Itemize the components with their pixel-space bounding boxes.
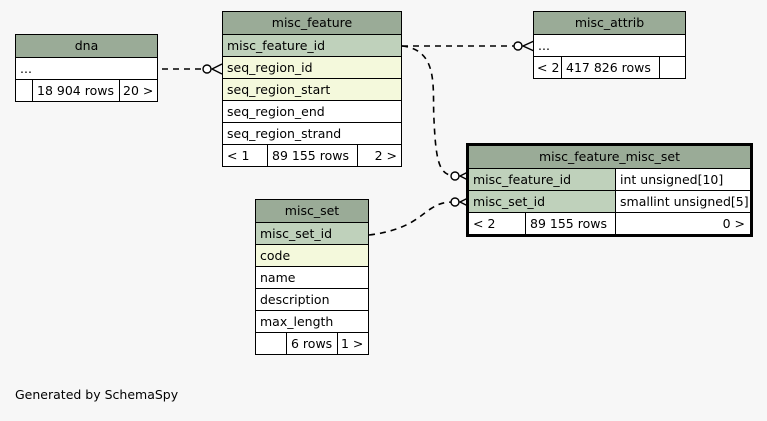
table-footer: < 1 89 155 rows 2 > <box>223 144 401 166</box>
crows-foot-circle <box>202 64 212 74</box>
column-row: max_length <box>256 310 368 332</box>
column-row: misc_set_id <box>256 222 368 244</box>
table-footer: < 2 89 155 rows 0 > <box>469 212 750 234</box>
table-misc-feature[interactable]: misc_feature misc_feature_id seq_region_… <box>222 11 402 167</box>
footer-children: 1 > <box>341 336 364 351</box>
crows-foot <box>521 40 535 52</box>
column-type: int unsigned[10] <box>620 172 724 187</box>
table-misc-set[interactable]: misc_set misc_set_id code name descripti… <box>255 199 369 355</box>
column-name: misc_set_id <box>469 191 616 212</box>
footer-children: 0 > <box>722 216 745 231</box>
table-footer: < 2 417 826 rows <box>534 56 685 78</box>
table-header[interactable]: misc_feature_misc_set <box>469 146 750 168</box>
footer-children: 20 > <box>123 83 154 98</box>
footer-row-count: 18 904 rows <box>33 80 120 101</box>
column-row: code <box>256 244 368 266</box>
footer-children <box>660 57 685 78</box>
footer-parents: < 2 <box>469 213 526 234</box>
footer-parents: < 2 <box>534 57 562 78</box>
generator-credit: Generated by SchemaSpy <box>15 387 179 402</box>
column-row: seq_region_strand <box>223 122 401 144</box>
table-header[interactable]: misc_feature <box>223 12 401 34</box>
crows-foot-circle <box>450 197 460 207</box>
footer-parents: < 1 <box>223 145 268 166</box>
table-footer: 18 904 rows 20 > <box>16 79 157 101</box>
column-row: seq_region_id <box>223 56 401 78</box>
column-row: ... <box>16 57 157 79</box>
footer-row-count: 6 rows <box>287 333 338 354</box>
table-header[interactable]: dna <box>16 35 157 57</box>
column-row: misc_set_id smallint unsigned[5] <box>469 190 750 212</box>
relationship-misc-set-link <box>368 201 456 236</box>
column-row: seq_region_end <box>223 100 401 122</box>
crows-foot <box>210 63 223 75</box>
column-name: misc_feature_id <box>469 169 616 190</box>
table-dna[interactable]: dna ... 18 904 rows 20 > <box>15 34 158 102</box>
table-misc-feature-misc-set[interactable]: misc_feature_misc_set misc_feature_id in… <box>466 143 753 237</box>
footer-row-count: 417 826 rows <box>562 57 660 78</box>
column-row: name <box>256 266 368 288</box>
crows-foot-circle <box>513 41 523 51</box>
footer-parents <box>16 80 33 101</box>
column-row: seq_region_start <box>223 78 401 100</box>
table-header[interactable]: misc_set <box>256 200 368 222</box>
column-row: misc_feature_id int unsigned[10] <box>469 168 750 190</box>
column-row: ... <box>534 34 685 56</box>
footer-row-count: 89 155 rows <box>268 145 358 166</box>
footer-row-count: 89 155 rows <box>526 213 616 234</box>
footer-parents <box>256 333 287 354</box>
table-misc-attrib[interactable]: misc_attrib ... < 2 417 826 rows <box>533 11 686 79</box>
table-footer: 6 rows 1 > <box>256 332 368 354</box>
column-row: description <box>256 288 368 310</box>
footer-children: 2 > <box>374 148 397 163</box>
relationship-misc-feature-link <box>401 45 456 177</box>
column-row: misc_feature_id <box>223 34 401 56</box>
table-header[interactable]: misc_attrib <box>534 12 685 34</box>
column-type: smallint unsigned[5] <box>620 194 749 209</box>
crows-foot-circle <box>450 171 460 181</box>
